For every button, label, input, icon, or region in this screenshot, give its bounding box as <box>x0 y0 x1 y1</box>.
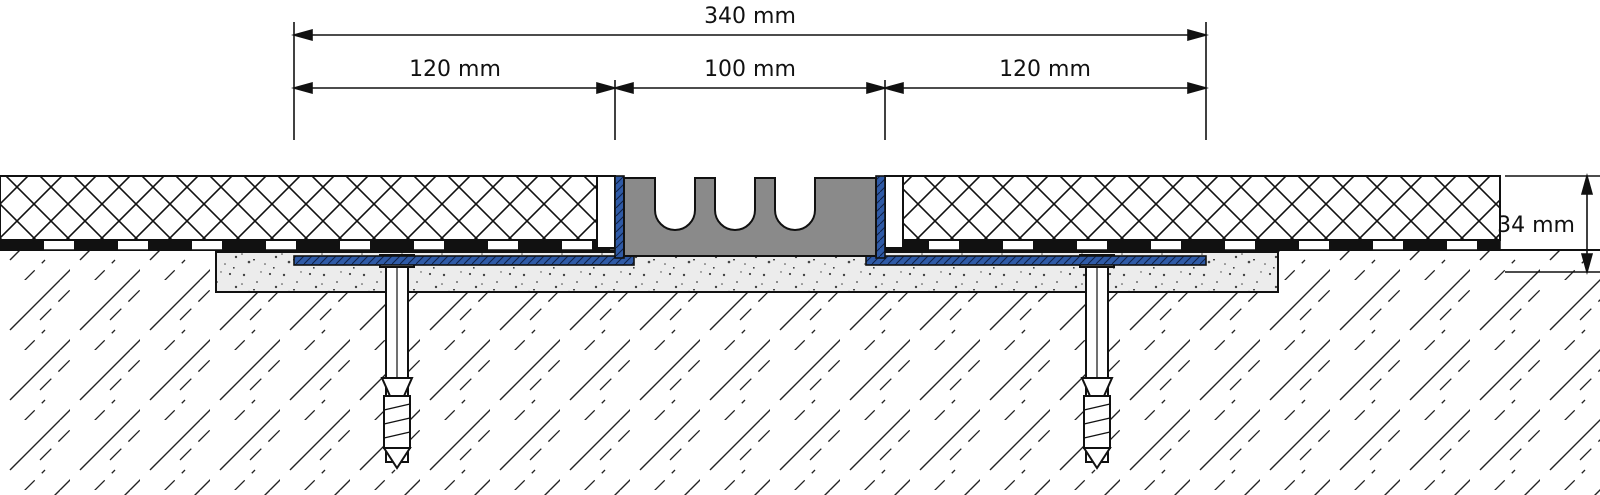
tile-covering-left <box>0 175 598 241</box>
dimension-lines <box>291 28 1594 275</box>
dim-overall-label: 340 mm <box>704 4 796 29</box>
dim-right-label: 120 mm <box>999 57 1091 82</box>
dim-center-label: 100 mm <box>704 57 796 82</box>
anchor-bolt-left <box>379 254 415 470</box>
tile-covering-right <box>902 175 1501 241</box>
anchor-bolt-right <box>1079 254 1115 470</box>
extension-lines <box>293 22 1600 273</box>
dim-left-label: 120 mm <box>409 57 501 82</box>
elastomer-insert <box>623 177 877 257</box>
dim-height-label: 34 mm <box>1497 213 1575 238</box>
